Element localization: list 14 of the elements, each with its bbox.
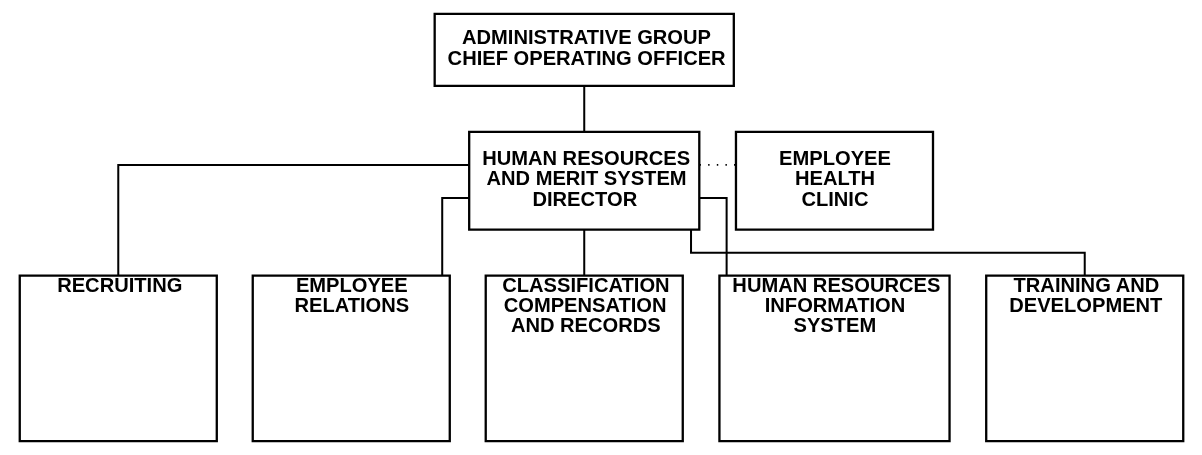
connector [699, 197, 728, 276]
connector [440, 197, 469, 276]
node-box: RECRUITING [18, 274, 218, 443]
node-box: EMPLOYEE HEALTH CLINIC [734, 130, 934, 231]
node-box: TRAINING AND DEVELOPMENT [984, 274, 1184, 443]
connector [116, 163, 469, 276]
node-box: ADMINISTRATIVE GROUP CHIEF OPERATING OFFICER [433, 12, 735, 87]
node-box: HUMAN RESOURCES INFORMATION SYSTEM [717, 274, 951, 443]
node-box: EMPLOYEE RELATIONS [251, 274, 451, 443]
connector [689, 229, 1086, 276]
connector [582, 229, 585, 276]
connector [582, 86, 585, 132]
node-box: CLASSIFICATION COMPENSATION AND RECORDS [484, 274, 684, 443]
node-box: HUMAN RESOURCES AND MERIT SYSTEM DIRECTOR [467, 130, 700, 231]
